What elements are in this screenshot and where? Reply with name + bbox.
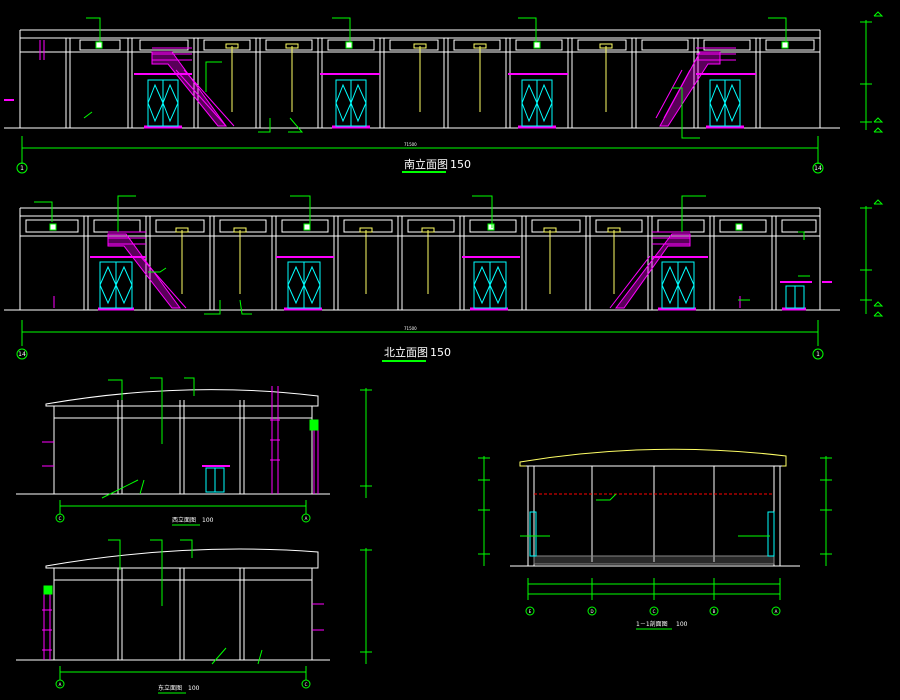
east-leaders [55, 539, 372, 689]
columns [83, 216, 777, 310]
doors [147, 79, 741, 127]
section-axis-3: C [653, 609, 656, 614]
louvers [49, 223, 743, 231]
north-dimension [21, 320, 819, 346]
east-axis-left: A [59, 682, 62, 687]
east-elevation-title: 东立面图 [158, 684, 182, 692]
section-axis-5: A [775, 609, 778, 614]
north-axis-left: 14 [18, 351, 26, 358]
west-door [205, 467, 225, 493]
section-title: 1－1剖面图 [636, 620, 668, 628]
west-elevation [16, 377, 372, 523]
south-total-dim: 71500 [404, 142, 417, 147]
north-axis-right: 1 [816, 351, 820, 358]
south-axis-left: 1 [20, 165, 24, 172]
annotation-leaders [34, 195, 810, 315]
south-elevation [4, 11, 884, 174]
section-axis-4: B [713, 609, 716, 614]
doors [99, 261, 805, 309]
annotation-leaders [83, 17, 787, 139]
section-scale: 100 [676, 621, 688, 628]
roof-curve [45, 548, 319, 569]
section-door-jambs [529, 511, 775, 557]
north-axis-bubbles [16, 348, 824, 360]
external-stairs [53, 231, 741, 309]
section-1-1 [478, 448, 832, 616]
section-axis-labels: E D C B A [529, 609, 778, 614]
section-dims [478, 456, 832, 616]
west-stair-ladder [42, 386, 319, 494]
roof-section [519, 448, 787, 467]
north-elevation-title: 北立面图 [384, 345, 428, 359]
south-elevation-title: 南立面图 [404, 157, 448, 171]
south-axis-right: 14 [814, 165, 822, 172]
section-axis-1: E [529, 609, 532, 614]
door-canopies [90, 256, 832, 283]
north-elevation [4, 195, 884, 360]
east-elevation-scale: 100 [188, 685, 200, 692]
external-stairs [39, 40, 736, 127]
roof-curve [45, 389, 319, 407]
downpipes [225, 43, 613, 112]
floor-slab [533, 555, 775, 565]
section-axis-2: D [590, 609, 593, 614]
south-dimension [21, 136, 819, 164]
band-windows [79, 39, 815, 51]
west-elevation-title: 西立面图 [172, 516, 196, 524]
downpipes [175, 227, 621, 294]
south-level-dims [860, 11, 884, 133]
west-elevation-scale: 100 [202, 517, 214, 524]
west-axis-right: A [305, 516, 308, 521]
east-stair-ladder [42, 594, 324, 660]
south-elevation-scale: 150 [450, 158, 471, 171]
south-axis-bubbles [16, 162, 824, 174]
north-elevation-scale: 150 [430, 346, 451, 359]
north-level-dims [860, 199, 884, 317]
west-axis-left: C [59, 516, 62, 521]
louvers [95, 41, 789, 49]
north-total-dim: 71500 [404, 326, 417, 331]
west-leaders [55, 377, 372, 523]
door-canopies [4, 73, 756, 101]
east-axis-right: C [305, 682, 308, 687]
east-elevation [16, 539, 372, 689]
columns [65, 38, 761, 128]
